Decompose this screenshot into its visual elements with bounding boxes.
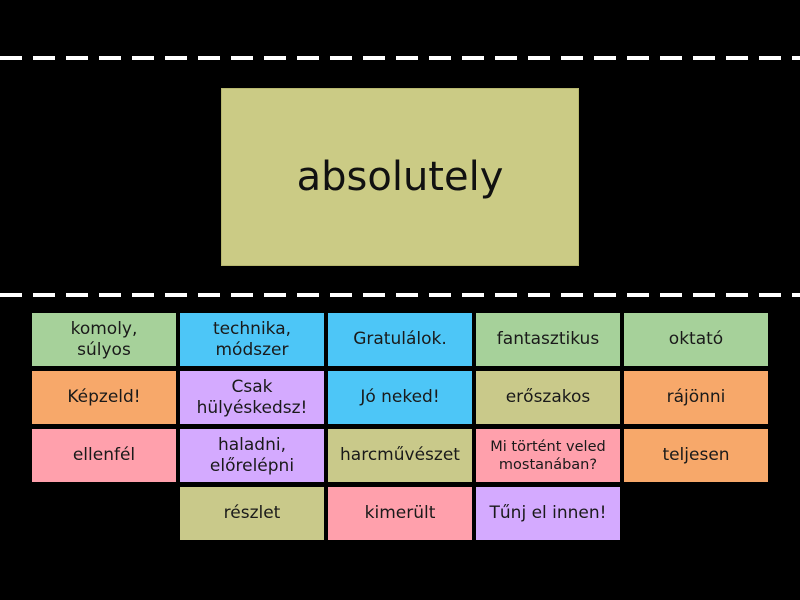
answer-tile[interactable]: részlet — [180, 487, 324, 540]
answer-tile[interactable]: Mi történt veled mostanában? — [476, 429, 620, 482]
answer-tile[interactable]: ellenfél — [32, 429, 176, 482]
answer-tile[interactable]: technika, módszer — [180, 313, 324, 366]
answer-tile[interactable]: Képzeld! — [32, 371, 176, 424]
answer-tile[interactable]: fantasztikus — [476, 313, 620, 366]
answer-tile[interactable]: erőszakos — [476, 371, 620, 424]
answer-tile[interactable]: kimerült — [328, 487, 472, 540]
bottom-divider — [0, 293, 800, 297]
prompt-card: absolutely — [221, 88, 579, 266]
answer-tile[interactable]: oktató — [624, 313, 768, 366]
answer-tile[interactable]: haladni, előrelépni — [180, 429, 324, 482]
answer-tile[interactable]: harcművészet — [328, 429, 472, 482]
answer-tile[interactable]: Tűnj el innen! — [476, 487, 620, 540]
answer-tile[interactable]: komoly, súlyos — [32, 313, 176, 366]
answer-tile[interactable]: Jó neked! — [328, 371, 472, 424]
answer-tile[interactable]: Csak hülyéskedsz! — [180, 371, 324, 424]
answer-tile[interactable]: teljesen — [624, 429, 768, 482]
empty-slot — [624, 487, 768, 540]
answer-tile[interactable]: Gratulálok. — [328, 313, 472, 366]
top-divider — [0, 56, 800, 60]
answer-tile[interactable]: rájönni — [624, 371, 768, 424]
empty-slot — [32, 487, 176, 540]
